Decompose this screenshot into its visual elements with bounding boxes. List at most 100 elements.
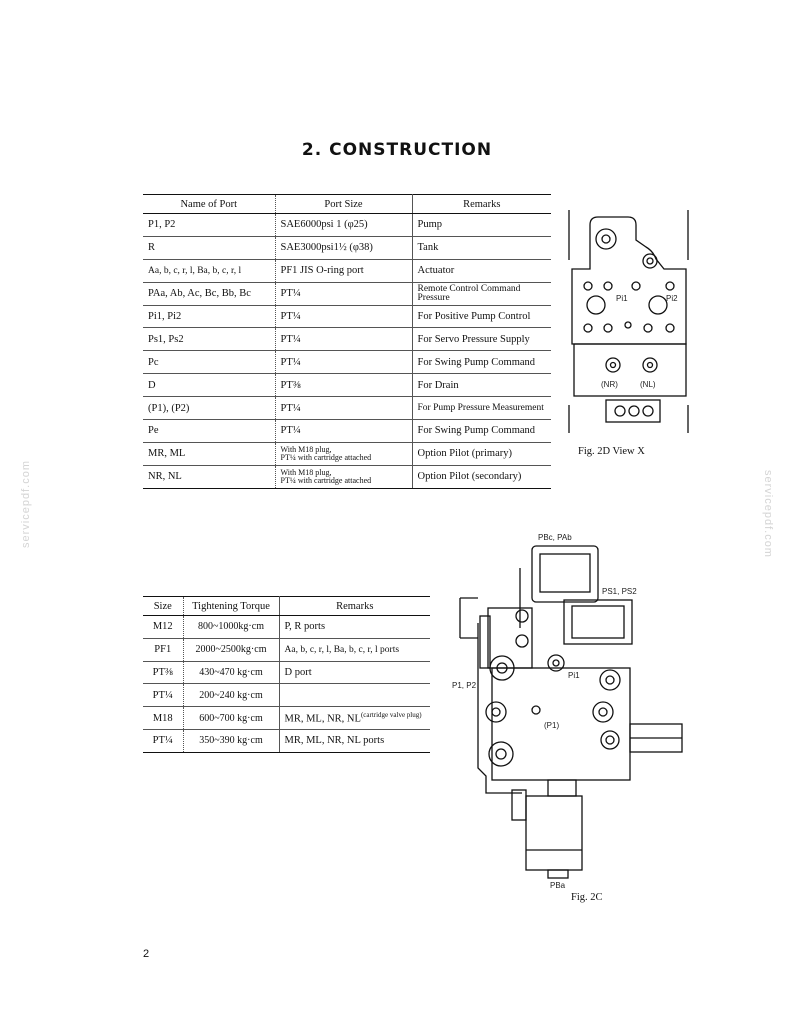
port-name: MR, ML (143, 442, 275, 466)
port-remarks: For Pump Pressure Measurement (412, 396, 551, 421)
torque-size: M12 (143, 615, 184, 639)
port-remarks: Option Pilot (secondary) (412, 465, 551, 489)
torque-remarks (279, 683, 430, 708)
torque-size: PF1 (143, 638, 184, 662)
page-number: 2 (143, 948, 150, 960)
label-ps: PS1, PS2 (602, 587, 637, 596)
port-name: NR, NL (143, 465, 275, 489)
label-nl: (NL) (640, 380, 656, 389)
table-row: M12 800~1000kg·cm P, R ports (143, 615, 430, 639)
port-remarks: Option Pilot (primary) (412, 442, 551, 466)
port-size: PT¼ (274, 327, 413, 352)
torque-value: 430~470 kg·cm (183, 661, 280, 685)
label-p1: (P1) (544, 721, 559, 730)
port-size: PT¼ (274, 396, 413, 421)
label-p12: P1, P2 (452, 681, 477, 690)
table-row: (P1), (P2) PT¼ For Pump Pressure Measure… (143, 396, 551, 421)
table-row: M18 600~700 kg·cm MR, ML, NR, NL(cartrid… (143, 706, 430, 730)
watermark-left: servicepdf.com (20, 460, 32, 548)
torque-value: 800~1000kg·cm (183, 615, 280, 639)
label-pi1: Pi1 (616, 294, 628, 303)
port-remarks: For Swing Pump Command (412, 350, 551, 375)
port-name: Ps1, Ps2 (143, 327, 275, 352)
port-name: Pe (143, 419, 275, 443)
torque-remarks: D port (279, 661, 430, 685)
port-size: With M18 plug, PT¼ with cartridge attach… (274, 465, 413, 489)
port-size-line2: PT¼ with cartridge attached (280, 452, 372, 462)
port-remarks: For Positive Pump Control (412, 305, 551, 329)
table-header-row: Size Tightening Torque Remarks (143, 596, 430, 616)
table-row: PT⅜ 430~470 kg·cm D port (143, 661, 430, 685)
torque-size: PT¼ (143, 729, 184, 753)
port-remarks: For Swing Pump Command (412, 419, 551, 443)
table-row: Ps1, Ps2 PT¼ For Servo Pressure Supply (143, 327, 551, 352)
port-remarks: Remote Control Command Pressure (412, 282, 551, 306)
port-name: Aa, b, c, r, l, Ba, b, c, r, l (143, 259, 275, 283)
port-name: PAa, Ab, Ac, Bc, Bb, Bc (143, 282, 275, 306)
label-nr: (NR) (601, 380, 618, 389)
port-size: PT¼ (274, 282, 413, 306)
table-row: PT¼ 200~240 kg·cm (143, 683, 430, 708)
fig-2c-diagram: PBc, PAb PS1, PS2 P1, P2 Pi1 (P1) PBa (452, 533, 683, 890)
col-header-size: Port Size (274, 194, 413, 214)
port-size: PT¼ (274, 350, 413, 375)
port-remarks: Pump (412, 213, 551, 237)
torque-remarks-text: MR, ML, NR, NL (284, 713, 361, 725)
port-name: Pc (143, 350, 275, 375)
table-row: Pe PT¼ For Swing Pump Command (143, 419, 551, 443)
port-size-line2: PT¼ with cartridge attached (280, 475, 372, 485)
table-row: PF1 2000~2500kg·cm Aa, b, c, r, l, Ba, b… (143, 638, 430, 662)
port-size-line1: With M18 plug, (280, 444, 332, 454)
port-remarks: For Servo Pressure Supply (412, 327, 551, 352)
torque-remarks: MR, ML, NR, NL ports (279, 729, 430, 753)
table-row: D PT⅜ For Drain (143, 373, 551, 398)
port-size: SAE6000psi 1 (φ25) (274, 213, 413, 237)
table-row: PAa, Ab, Ac, Bc, Bb, Bc PT¼ Remote Contr… (143, 282, 551, 306)
torque-value: 2000~2500kg·cm (183, 638, 280, 662)
torque-size: PT⅜ (143, 661, 184, 685)
label-pba: PBa (550, 881, 566, 890)
label-pi2: Pi2 (666, 294, 678, 303)
torque-remarks: MR, ML, NR, NL(cartridge valve plug) (279, 706, 430, 730)
fig-2d-caption: Fig. 2D View X (578, 446, 645, 457)
torque-table: Size Tightening Torque Remarks M12 800~1… (143, 596, 430, 753)
label-pab: PBc, PAb (538, 533, 572, 542)
port-remarks: Actuator (412, 259, 551, 283)
port-remarks: Tank (412, 236, 551, 260)
port-name: (P1), (P2) (143, 396, 275, 421)
port-name: D (143, 373, 275, 398)
port-name: R (143, 236, 275, 260)
table-row: P1, P2 SAE6000psi 1 (φ25) Pump (143, 213, 551, 237)
port-size: PT¼ (274, 305, 413, 329)
table-row: Pc PT¼ For Swing Pump Command (143, 350, 551, 375)
port-size: PT¼ (274, 419, 413, 443)
torque-remarks: P, R ports (279, 615, 430, 639)
watermark-right: servicepdf.com (762, 470, 774, 558)
port-size: With M18 plug, PT¼ with cartridge attach… (274, 442, 413, 466)
port-remarks: For Drain (412, 373, 551, 398)
torque-value: 600~700 kg·cm (183, 706, 280, 730)
col-header-remarks: Remarks (279, 596, 430, 616)
table-row: Pi1, Pi2 PT¼ For Positive Pump Control (143, 305, 551, 329)
table-header-row: Name of Port Port Size Remarks (143, 194, 551, 214)
port-size: SAE3000psi1½ (φ38) (274, 236, 413, 260)
port-name: Pi1, Pi2 (143, 305, 275, 329)
col-header-size: Size (143, 596, 184, 616)
table-row: NR, NL With M18 plug, PT¼ with cartridge… (143, 465, 551, 489)
table-row: MR, ML With M18 plug, PT¼ with cartridge… (143, 442, 551, 466)
col-header-torque: Tightening Torque (183, 596, 280, 616)
col-header-remarks: Remarks (412, 194, 551, 214)
torque-remarks: Aa, b, c, r, l, Ba, b, c, r, l ports (279, 638, 430, 662)
col-header-name: Name of Port (143, 194, 275, 214)
table-row: R SAE3000psi1½ (φ38) Tank (143, 236, 551, 260)
port-size-line1: With M18 plug, (280, 467, 332, 477)
port-table: Name of Port Port Size Remarks P1, P2 SA… (143, 194, 551, 489)
port-size: PF1 JIS O-ring port (274, 259, 413, 283)
page-title: 2. CONSTRUCTION (301, 140, 493, 160)
torque-value: 350~390 kg·cm (183, 729, 280, 753)
port-size: PT⅜ (274, 373, 413, 398)
table-row: PT¼ 350~390 kg·cm MR, ML, NR, NL ports (143, 729, 430, 753)
label-pi1: Pi1 (568, 671, 580, 680)
table-row: Aa, b, c, r, l, Ba, b, c, r, l PF1 JIS O… (143, 259, 551, 283)
port-name: P1, P2 (143, 213, 275, 237)
